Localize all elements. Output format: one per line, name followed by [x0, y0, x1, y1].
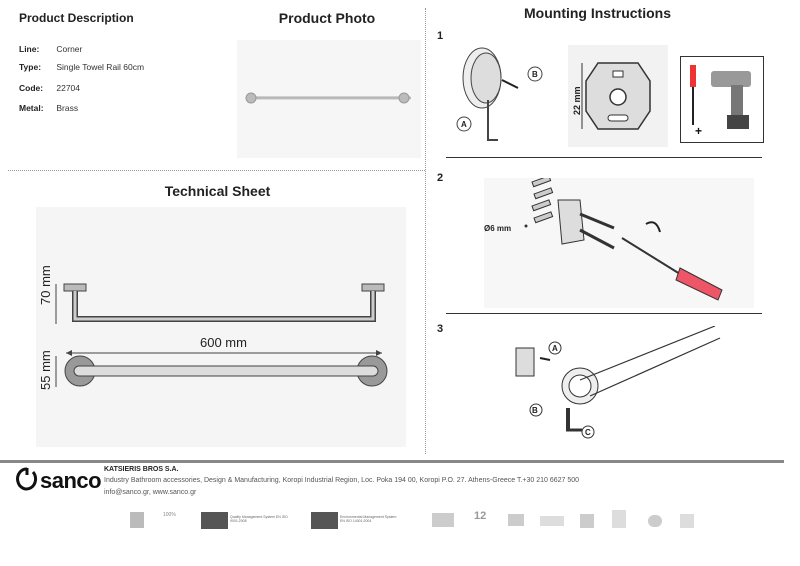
- badge-icon: [540, 516, 564, 526]
- company-web: info@sanco.gr, www.sanco.gr: [104, 489, 197, 496]
- badge-icon: [130, 512, 144, 528]
- column-divider: [425, 8, 426, 454]
- spec-label: Metal:: [19, 103, 44, 113]
- spec-line: Line: Corner: [19, 44, 82, 54]
- step2-screw-illustration: [484, 175, 754, 308]
- cert-iso14001-text: Environmental Management System EN ISO 1…: [340, 515, 397, 523]
- product-photo-heading: Product Photo: [278, 10, 376, 26]
- step-number: 2: [437, 172, 444, 184]
- badge-100-percent: 100%: [163, 512, 176, 518]
- badge-icon: [680, 514, 694, 528]
- step3-assembly-illustration: [500, 325, 762, 446]
- badge-icon: [612, 510, 626, 528]
- badge-icon: [432, 513, 454, 527]
- badge-12-years: 12: [474, 510, 487, 522]
- badge-icon: [580, 514, 594, 528]
- company-name: KATSIERIS BROS S.A.: [104, 466, 179, 473]
- company-address: Industry Bathroom accessories, Design & …: [104, 477, 580, 484]
- mounting-instructions-heading: Mounting Instructions: [524, 5, 671, 21]
- badge-icon: [648, 515, 662, 527]
- cert-iso14001-icon: [311, 512, 338, 529]
- step-number: 3: [437, 323, 444, 335]
- spec-code: Code: 22704: [19, 83, 80, 93]
- step1-label-b: B: [532, 70, 538, 79]
- towel-rail-photo: [245, 92, 411, 104]
- technical-drawing: [36, 207, 406, 447]
- product-photo: [237, 40, 421, 158]
- step3-label-b: B: [532, 406, 538, 415]
- spec-value: Single Towel Rail 60cm: [56, 62, 145, 72]
- svg-text:+: +: [695, 124, 702, 138]
- spec-label: Line:: [19, 44, 40, 54]
- dim-depth-label: 55 mm: [38, 350, 53, 390]
- step-separator: [446, 157, 762, 158]
- spec-type: Type: Single Towel Rail 60cm: [19, 62, 144, 72]
- spec-value: Brass: [56, 103, 79, 113]
- step1-label-a: A: [461, 120, 467, 129]
- footer-bar: [0, 460, 784, 463]
- step1-tools-illustration: +: [680, 56, 764, 143]
- sanco-logo: sanco: [40, 468, 102, 493]
- spec-label: Type:: [19, 62, 42, 72]
- dim-width-label: 600 mm: [200, 335, 247, 350]
- spec-value: 22704: [56, 83, 81, 93]
- step1-wall-plate-illustration: [450, 40, 550, 150]
- step-number: 1: [437, 30, 444, 42]
- cert-iso9001-text: Quality Management System EN ISO 9001:20…: [230, 515, 288, 523]
- section-divider: [8, 170, 425, 171]
- step-separator: [446, 313, 762, 314]
- dim-height-label: 70 mm: [38, 265, 53, 305]
- sanco-logo-icon: [16, 467, 38, 491]
- step3-label-c: C: [585, 428, 591, 437]
- badge-icon: [508, 514, 524, 526]
- technical-sheet-heading: Technical Sheet: [164, 183, 271, 199]
- towel-rail-drawing: [55, 283, 388, 387]
- product-description-heading: Product Description: [19, 11, 134, 25]
- step1-dim-label: 22 mm: [572, 86, 582, 115]
- cert-iso9001-icon: [201, 512, 228, 529]
- step2-dim-label: Ø6 mm: [484, 224, 512, 233]
- spec-metal: Metal: Brass: [19, 103, 78, 113]
- spec-value: Corner: [56, 44, 83, 54]
- spec-label: Code:: [19, 83, 44, 93]
- step1-bracket-illustration: [568, 45, 668, 147]
- step3-label-a: A: [552, 344, 558, 353]
